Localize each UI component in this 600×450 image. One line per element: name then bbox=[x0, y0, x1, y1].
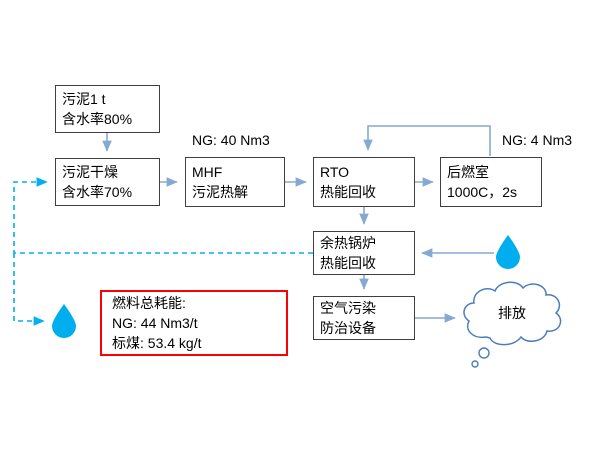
box-waste-heat-boiler-line2: 热能回收 bbox=[320, 255, 376, 271]
box-afterburner-line1: 后燃室 bbox=[447, 164, 489, 180]
box-rto: RTO 热能回收 bbox=[313, 157, 415, 207]
emission-cloud-label: 排放 bbox=[498, 305, 526, 321]
box-air-pollution-control-line2: 防治设备 bbox=[320, 320, 376, 336]
dashed-heat-to-water-line bbox=[13, 253, 45, 326]
fuel-summary-line3: 标煤: 53.4 kg/t bbox=[112, 335, 202, 351]
fuel-summary-line2: NG: 44 Nm3/t bbox=[112, 315, 198, 331]
box-air-pollution-control: 空气污染 防治设备 bbox=[313, 296, 415, 340]
box-sludge-input: 污泥1 t 含水率80% bbox=[55, 85, 160, 133]
fuel-summary-box: 燃料总耗能: NG: 44 Nm3/t 标煤: 53.4 kg/t bbox=[100, 290, 288, 356]
box-waste-heat-boiler: 余热锅炉 热能回收 bbox=[313, 231, 415, 275]
arrow-afterburner-return-to-rto bbox=[363, 125, 491, 156]
box-mhf: MHF 污泥热解 bbox=[185, 157, 285, 207]
ng-consumption-afterburner-label: NG: 4 Nm3 bbox=[502, 132, 573, 148]
box-waste-heat-boiler-line1: 余热锅炉 bbox=[320, 235, 376, 251]
box-afterburner: 后燃室 1000C，2s bbox=[440, 157, 542, 207]
box-sludge-input-line2: 含水率80% bbox=[62, 111, 133, 127]
box-sludge-drying-line1: 污泥干燥 bbox=[62, 164, 118, 180]
water-drop-icon bbox=[52, 304, 76, 338]
box-mhf-line1: MHF bbox=[192, 164, 223, 180]
emission-cloud-shape bbox=[463, 281, 562, 368]
box-sludge-input-line1: 污泥1 t bbox=[62, 91, 106, 107]
box-mhf-line2: 污泥热解 bbox=[192, 184, 248, 200]
fuel-summary-line1: 燃料总耗能: bbox=[112, 295, 186, 311]
water-drop-icon bbox=[496, 235, 520, 269]
box-sludge-drying-line2: 含水率70% bbox=[62, 184, 133, 200]
box-sludge-drying: 污泥干燥 含水率70% bbox=[55, 158, 160, 206]
box-rto-line2: 热能回收 bbox=[320, 184, 376, 200]
box-afterburner-line2: 1000C，2s bbox=[447, 184, 518, 200]
ng-consumption-mhf-label: NG: 40 Nm3 bbox=[192, 132, 270, 148]
box-air-pollution-control-line1: 空气污染 bbox=[320, 300, 376, 316]
box-rto-line1: RTO bbox=[320, 164, 350, 180]
